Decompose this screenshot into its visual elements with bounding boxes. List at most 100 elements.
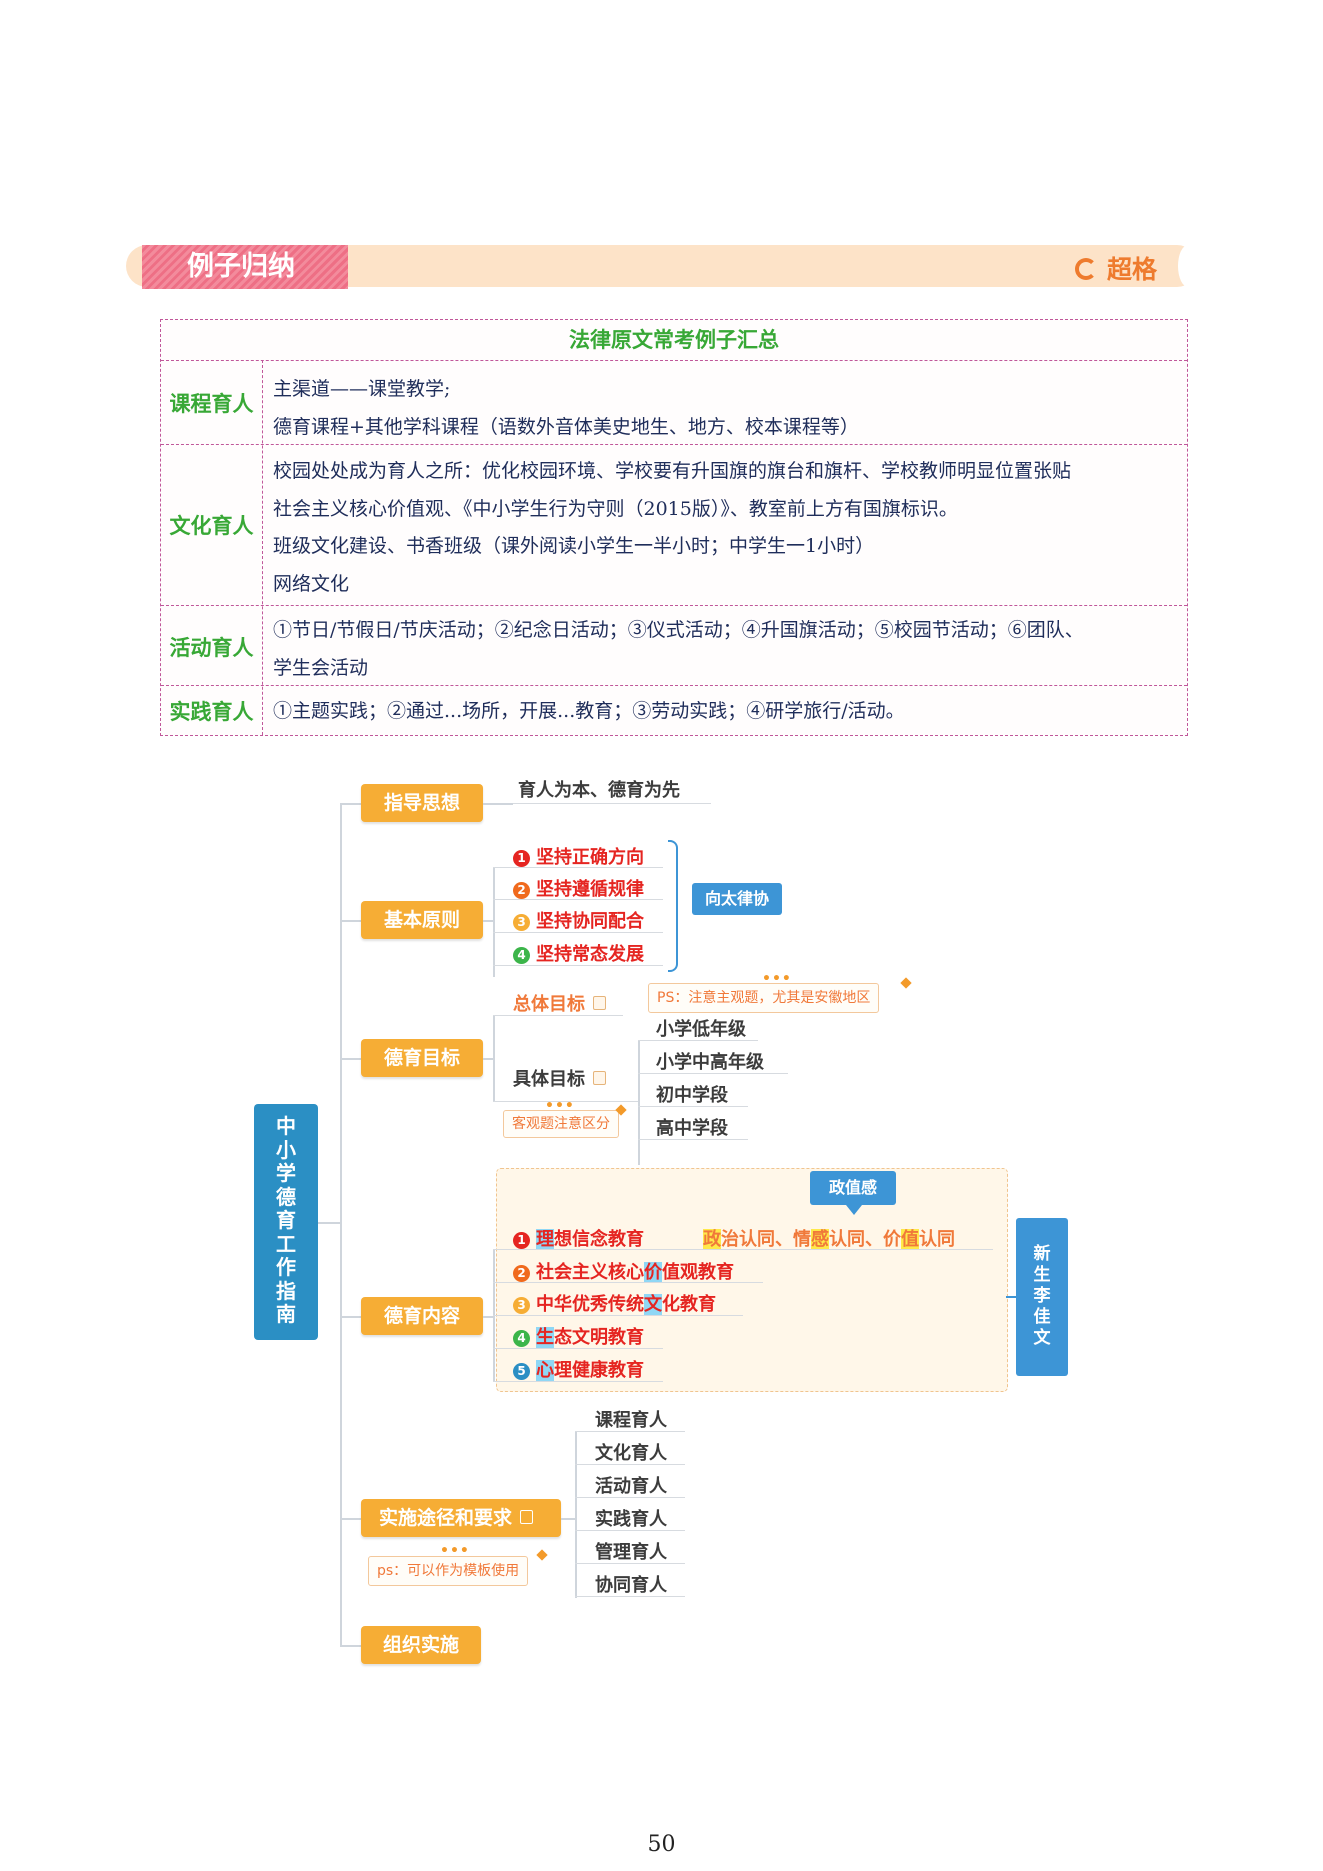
row-text-course: 主渠道——课堂教学; 德育课程+其他学科课程（语数外音体美史地生、地方、校本课程…: [273, 371, 1177, 446]
implementation-item: 活动育人: [595, 1472, 667, 1498]
number-badge: 4: [513, 947, 530, 964]
number-badge: 1: [513, 1232, 530, 1249]
side-tag-char: 佳: [1016, 1307, 1068, 1328]
node-moral-goals: 德育目标: [361, 1039, 483, 1077]
node-organization: 组织实施: [361, 1626, 481, 1664]
highlight-char: 值: [901, 1229, 919, 1250]
highlight-char: 理: [536, 1229, 554, 1250]
number-badge: 5: [513, 1363, 530, 1380]
highlight-char: 感: [811, 1229, 829, 1250]
underline: [493, 899, 663, 900]
highlight-char: 价: [644, 1262, 662, 1283]
note-icon: [593, 996, 606, 1010]
brand-logo: 超格: [1075, 250, 1157, 286]
row-text-culture: 校园处处成为育人之所：优化校园环境、学校要有升国旗的旗台和旗杆、学校教师明显位置…: [273, 453, 1177, 603]
stage-item: 小学低年级: [656, 1015, 746, 1041]
table-line: ①主题实践；②通过...场所，开展...教育；③劳动实践；④研学旅行/活动。: [273, 693, 1177, 731]
number-badge: 2: [513, 1265, 530, 1282]
connector: [493, 867, 495, 977]
specific-goal-text: 具体目标: [513, 1069, 585, 1090]
implementation-item: 文化育人: [595, 1439, 667, 1465]
underline: [638, 1139, 748, 1140]
root-char: 育: [254, 1209, 318, 1233]
root-connector: [318, 1222, 342, 1224]
banner-end-notch: [1178, 245, 1198, 287]
content-text: 化教育: [662, 1294, 716, 1315]
content-text: 认同、价: [829, 1229, 901, 1250]
underline: [493, 1348, 663, 1349]
underline: [513, 803, 711, 804]
pin-icon: [536, 1549, 547, 1560]
table-row-divider: [161, 605, 1187, 606]
number-badge: 2: [513, 882, 530, 899]
overall-goal-note: PS：注意主观题，尤其是安徽地区: [648, 983, 879, 1013]
underline: [493, 965, 663, 966]
examples-table: 法律原文常考例子汇总 课程育人 主渠道——课堂教学; 德育课程+其他学科课程（语…: [160, 319, 1188, 736]
implementation-item: 实践育人: [595, 1505, 667, 1531]
content-item-3: 3中华优秀传统文化教育: [513, 1290, 716, 1316]
note-dots-icon: •••: [545, 1098, 575, 1114]
table-line: 班级文化建设、书香班级（课外阅读小学生一半小时；中学生一1小时）: [273, 528, 1177, 566]
node-implementation: 实施途径和要求: [361, 1499, 561, 1537]
connector: [483, 803, 513, 805]
highlight-char: 政: [703, 1229, 721, 1250]
root-node: 中 小 学 德 育 工 作 指 南: [254, 1104, 318, 1340]
root-char: 作: [254, 1256, 318, 1280]
brand-c-icon: [1075, 258, 1097, 280]
side-tag-char: 李: [1016, 1286, 1068, 1307]
section-title: 例子归纳: [142, 245, 348, 289]
note-dots-icon: •••: [762, 971, 792, 987]
content-text: 态文明教育: [554, 1327, 644, 1348]
identity-text: 政治认同、情感认同、价值认同: [703, 1225, 955, 1251]
connector: [638, 1040, 640, 1165]
root-char: 德: [254, 1186, 318, 1210]
principle-text: 坚持遵循规律: [536, 879, 644, 900]
node-guiding-thought: 指导思想: [361, 784, 483, 822]
row-label-activity: 活动育人: [161, 632, 262, 662]
underline: [575, 1431, 685, 1432]
connector: [493, 1015, 495, 1101]
underline: [493, 1249, 993, 1250]
number-badge: 3: [513, 914, 530, 931]
table-row-divider: [161, 360, 1187, 361]
highlight-char: 心: [536, 1360, 554, 1381]
page-number: 50: [0, 1832, 1323, 1857]
specific-goal: 具体目标: [513, 1065, 606, 1091]
root-char: 中: [254, 1115, 318, 1139]
content-text: 理健康教育: [554, 1360, 644, 1381]
underline: [638, 1073, 788, 1074]
row-label-culture: 文化育人: [161, 510, 262, 540]
overall-goal-text: 总体目标: [513, 994, 585, 1015]
underline: [493, 1315, 743, 1316]
content-text: 社会主义核心: [536, 1262, 644, 1283]
side-tag-char: 文: [1016, 1328, 1068, 1349]
branch-connector: [340, 1518, 362, 1520]
guiding-text: 育人为本、德育为先: [518, 776, 680, 802]
row-label-practice: 实践育人: [161, 696, 262, 726]
note-icon: [593, 1071, 606, 1085]
implementation-note: ps：可以作为模板使用: [368, 1556, 528, 1586]
underline: [575, 1464, 685, 1465]
implementation-item: 课程育人: [595, 1406, 667, 1432]
root-char: 南: [254, 1303, 318, 1327]
root-char: 指: [254, 1280, 318, 1304]
row-text-practice: ①主题实践；②通过...场所，开展...教育；③劳动实践；④研学旅行/活动。: [273, 693, 1177, 731]
overall-goal: 总体目标: [513, 990, 606, 1016]
root-char: 工: [254, 1233, 318, 1257]
node-moral-content: 德育内容: [361, 1297, 483, 1335]
underline: [493, 867, 663, 868]
root-char: 学: [254, 1162, 318, 1186]
content-text: 想信念教育: [554, 1229, 644, 1250]
callout-pointer: [846, 1205, 862, 1215]
underline: [493, 932, 663, 933]
underline: [575, 1497, 685, 1498]
brand-name: 超格: [1107, 255, 1157, 284]
table-line: 校园处处成为育人之所：优化校园环境、学校要有升国旗的旗台和旗杆、学校教师明显位置…: [273, 453, 1177, 491]
content-item-4: 4生态文明教育: [513, 1323, 644, 1349]
side-tag-char: 生: [1016, 1265, 1068, 1286]
table-line: 学生会活动: [273, 650, 1177, 688]
branch-connector: [340, 1645, 362, 1647]
